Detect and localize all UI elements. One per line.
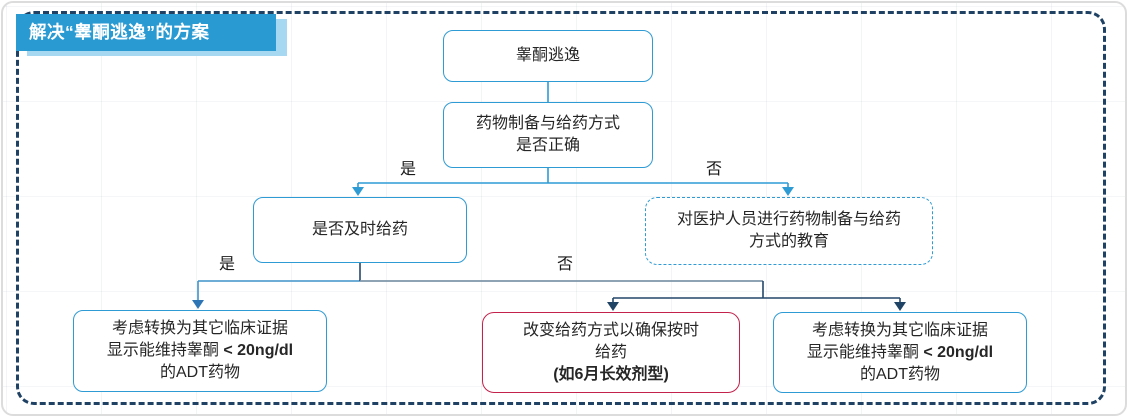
edge-label-no-1: 否 xyxy=(705,161,722,178)
arrowhead-to-educate xyxy=(782,187,794,196)
arrowhead-to-switch-left xyxy=(192,300,204,309)
node-switch-adt-left: 考虑转换为其它临床证据 显示能维持睾酮 < 20ng/dl 的ADT药物 xyxy=(73,310,327,392)
edge-label-no-2: 否 xyxy=(556,256,573,273)
arrowhead-to-change-method xyxy=(607,302,619,311)
node-switch-right-line3: 的ADT药物 xyxy=(859,365,940,383)
edge-no-split xyxy=(612,281,901,303)
node-educate-line2: 方式的教育 xyxy=(748,233,829,250)
arrowhead-to-switch-right xyxy=(894,302,906,311)
node-switch-left-line3: 的ADT药物 xyxy=(159,364,240,381)
node-change-method-line2: 给药 xyxy=(594,343,627,361)
node-check-preparation-line2: 是否正确 xyxy=(515,137,580,154)
node-switch-adt-right: 考虑转换为其它临床证据 显示能维持睾酮 < 20ng/dl 的ADT药物 xyxy=(773,312,1027,393)
node-check-timely-label: 是否及时给药 xyxy=(311,221,408,238)
node-start-label: 睾酮逃逸 xyxy=(515,47,580,64)
node-educate-line1: 对医护人员进行药物制备与给药 xyxy=(676,211,901,228)
node-check-preparation-line1: 药物制备与给药方式 xyxy=(475,115,620,132)
node-switch-left-line2: 显示能维持睾酮 < 20ng/dl xyxy=(106,342,294,359)
node-change-method-line3: (如6月长效剂型) xyxy=(553,365,669,383)
node-switch-left-line1: 考虑转换为其它临床证据 xyxy=(111,320,288,337)
node-educate: 对医护人员进行药物制备与给药 方式的教育 xyxy=(645,197,933,265)
node-change-method: 改变给药方式以确保按时 给药 (如6月长效剂型) xyxy=(482,312,740,393)
edge-check-preparation-branch xyxy=(357,168,789,188)
edge-label-yes-1: 是 xyxy=(399,161,416,178)
arrowhead-to-check-timely xyxy=(352,187,364,196)
node-change-method-line1: 改变给药方式以确保按时 xyxy=(522,321,699,339)
node-check-timely: 是否及时给药 xyxy=(253,197,467,263)
outer-dashed-border xyxy=(16,11,1106,405)
edge-label-yes-2: 是 xyxy=(218,256,235,273)
node-check-preparation: 药物制备与给药方式 是否正确 xyxy=(443,102,653,168)
page-title: 解决“睾酮逃逸”的方案 xyxy=(16,14,276,51)
node-switch-right-line1: 考虑转换为其它临床证据 xyxy=(811,321,988,339)
edge-yes-to-switch-left xyxy=(197,280,360,301)
node-start: 睾酮逃逸 xyxy=(443,30,653,82)
node-switch-right-line2: 显示能维持睾酮 < 20ng/dl xyxy=(806,343,994,361)
